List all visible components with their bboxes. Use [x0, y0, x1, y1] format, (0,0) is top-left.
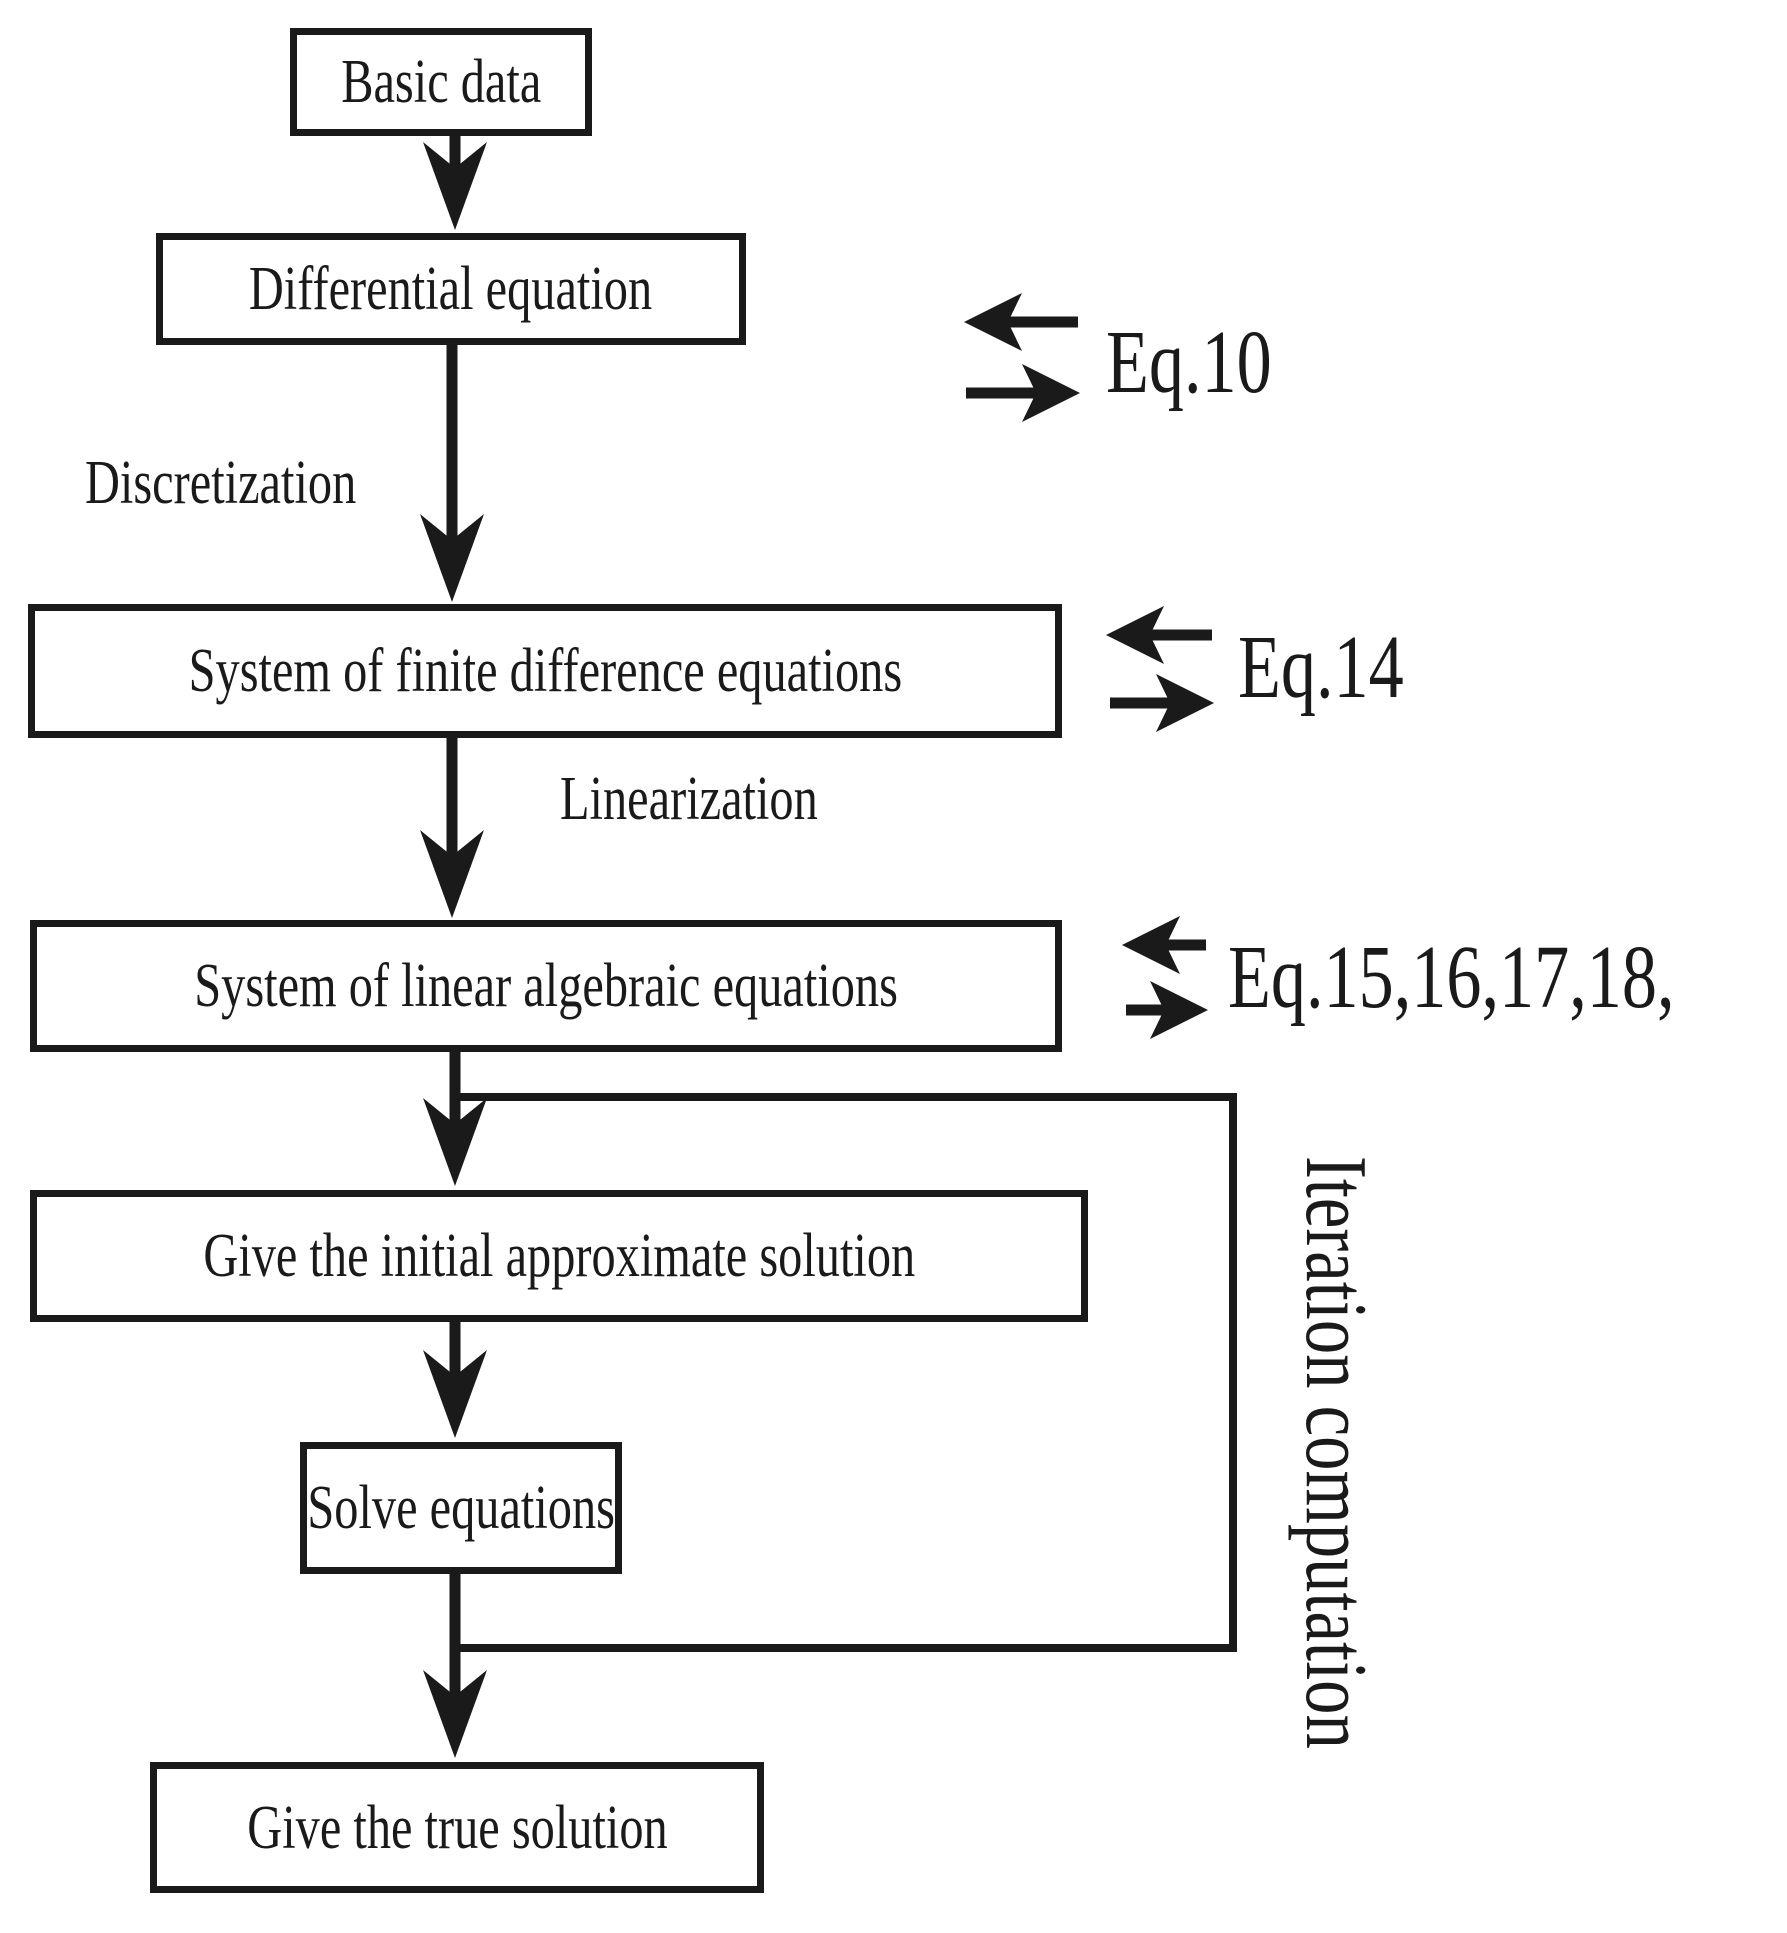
node-solve-equations: Solve equations	[300, 1442, 622, 1574]
edge-label-linearization: Linearization	[560, 765, 818, 833]
node-differential-equation: Differential equation	[156, 233, 746, 345]
equation-ref-eq10: Eq.10	[1106, 313, 1272, 412]
iteration-loop-line	[460, 1093, 1237, 1652]
node-true-solution: Give the true solution	[150, 1762, 764, 1893]
exchange-arrows-eq15	[1122, 916, 1208, 1039]
flow-arrow-basic-to-differential	[423, 132, 487, 230]
flow-arrow-finite-to-linear	[420, 736, 484, 918]
equation-ref-eq14: Eq.14	[1238, 618, 1404, 717]
exchange-arrows-eq10	[964, 293, 1080, 422]
node-basic-data-label: Basic data	[340, 48, 542, 116]
equation-ref-eq15: Eq.15,16,17,18,	[1228, 928, 1675, 1027]
node-initial-approximate-solution-label: Give the initial approximate solution	[203, 1222, 915, 1290]
node-true-solution-label: Give the true solution	[246, 1793, 668, 1862]
node-differential-equation-label: Differential equation	[249, 255, 653, 323]
edge-label-discretization: Discretization	[85, 449, 357, 517]
edge-label-iteration-computation: Iteration computation	[1287, 1156, 1384, 1749]
node-solve-equations-label: Solve equations	[307, 1474, 615, 1542]
node-linear-algebraic-system-label: System of linear algebraic equations	[194, 952, 898, 1020]
exchange-arrows-eq14	[1106, 606, 1214, 732]
node-finite-difference-system: System of finite difference equations	[28, 604, 1062, 738]
node-basic-data: Basic data	[290, 28, 592, 136]
node-initial-approximate-solution: Give the initial approximate solution	[30, 1190, 1088, 1322]
flow-arrow-initial-to-solve	[423, 1320, 487, 1438]
flow-arrow-solve-to-true	[423, 1572, 487, 1758]
node-finite-difference-system-label: System of finite difference equations	[188, 637, 902, 705]
flow-arrow-linear-to-initial	[423, 1050, 487, 1186]
node-linear-algebraic-system: System of linear algebraic equations	[30, 920, 1062, 1052]
flow-arrow-differential-to-finite	[420, 343, 484, 602]
